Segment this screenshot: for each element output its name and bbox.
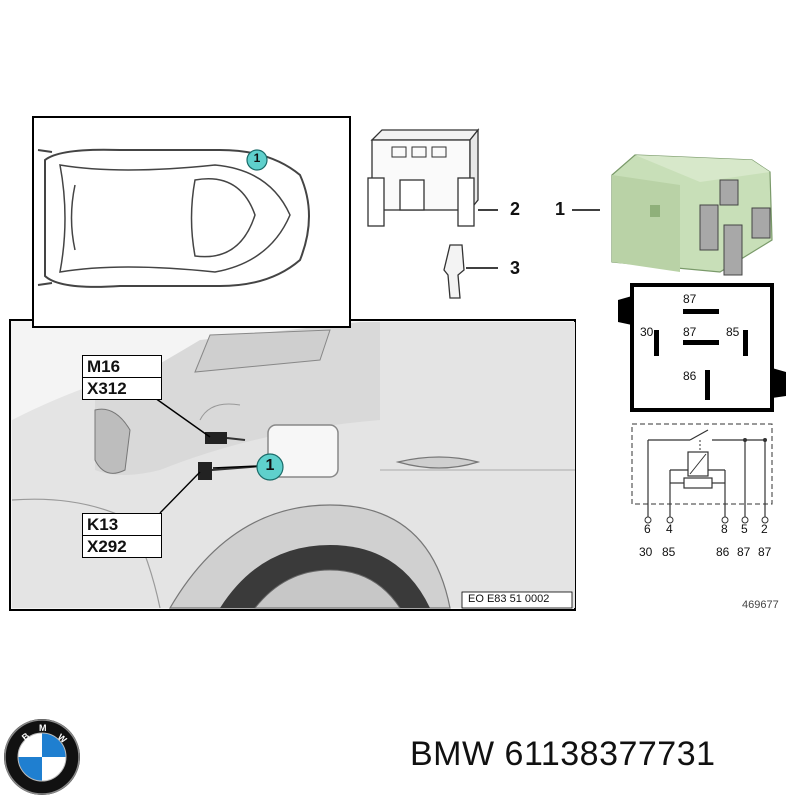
pin-label-center-87: 87: [683, 325, 697, 339]
callout-number-top-view: 1: [253, 151, 261, 165]
schematic-terminal-number: 86: [716, 545, 730, 559]
svg-text:M: M: [39, 723, 47, 733]
callout-number-pin: 3: [510, 258, 521, 278]
pin-label-right-85: 85: [726, 325, 740, 339]
schematic-terminal-number: 87: [758, 545, 772, 559]
schematic-pin-number: 2: [761, 522, 768, 536]
connector-x312: [205, 432, 227, 444]
schematic-pin-number: 6: [644, 522, 651, 536]
bmw-logo: B M W: [4, 719, 80, 795]
schematic-terminal-number: 30: [639, 545, 653, 559]
relay-body-illustration: [572, 154, 773, 276]
relay-pinout-face: [618, 283, 786, 412]
pin-label-bottom-86: 86: [683, 369, 697, 383]
schematic-pin-number: 4: [666, 522, 673, 536]
terminal-pin-illustration: [443, 244, 498, 299]
part-caption: BMW 61138377731: [410, 735, 716, 774]
brand-name: BMW: [410, 735, 495, 773]
label-x312: X312: [82, 377, 162, 400]
callout-circle-rear-view: [256, 453, 284, 481]
svg-text:B: B: [20, 730, 32, 742]
pin-label-left-30: 30: [640, 325, 654, 339]
pin-label-top-87: 87: [683, 292, 697, 306]
callout-circle-top-view: [246, 149, 268, 171]
label-k13: K13: [82, 513, 162, 536]
relay-schematic: [631, 423, 773, 524]
reference-number: 469677: [742, 599, 779, 611]
label-x292: X292: [82, 535, 162, 558]
schematic-pin-number: 5: [741, 522, 748, 536]
callout-number-rear-view: 1: [265, 457, 275, 474]
schematic-terminal-number: 85: [662, 545, 676, 559]
car-top-view-inset: [32, 116, 351, 328]
relay-socket-illustration: [367, 128, 498, 227]
schematic-pin-number: 8: [721, 522, 728, 536]
callout-number-socket: 2: [510, 199, 521, 219]
part-number: 61138377731: [504, 735, 716, 773]
callout-number-relay: 1: [555, 199, 566, 219]
schematic-terminal-number: 87: [737, 545, 751, 559]
label-m16: M16: [82, 355, 162, 378]
connector-x292: [198, 462, 212, 480]
drawing-code: EO E83 51 0002: [468, 593, 550, 605]
